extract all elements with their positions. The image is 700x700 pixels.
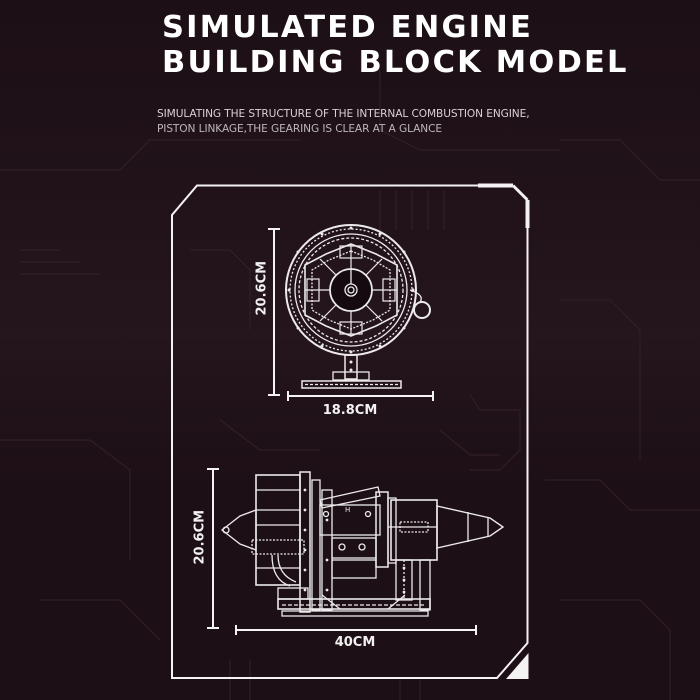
front-width-label: 18.8CM [322,403,378,418]
subtitle-line-1: SIMULATING THE STRUCTURE OF THE INTERNAL… [157,108,530,120]
title-line-1: SIMULATED ENGINE [162,10,533,45]
svg-text:H: H [345,506,350,514]
title-line-2: BUILDING BLOCK MODEL [162,45,629,80]
page-title: SIMULATED ENGINE BUILDING BLOCK MODEL [162,10,629,80]
subtitle: SIMULATING THE STRUCTURE OF THE INTERNAL… [157,107,530,137]
subtitle-line-2: PISTON LINKAGE,THE GEARING IS CLEAR AT A… [157,123,442,135]
side-width-label: 40CM [334,635,376,650]
